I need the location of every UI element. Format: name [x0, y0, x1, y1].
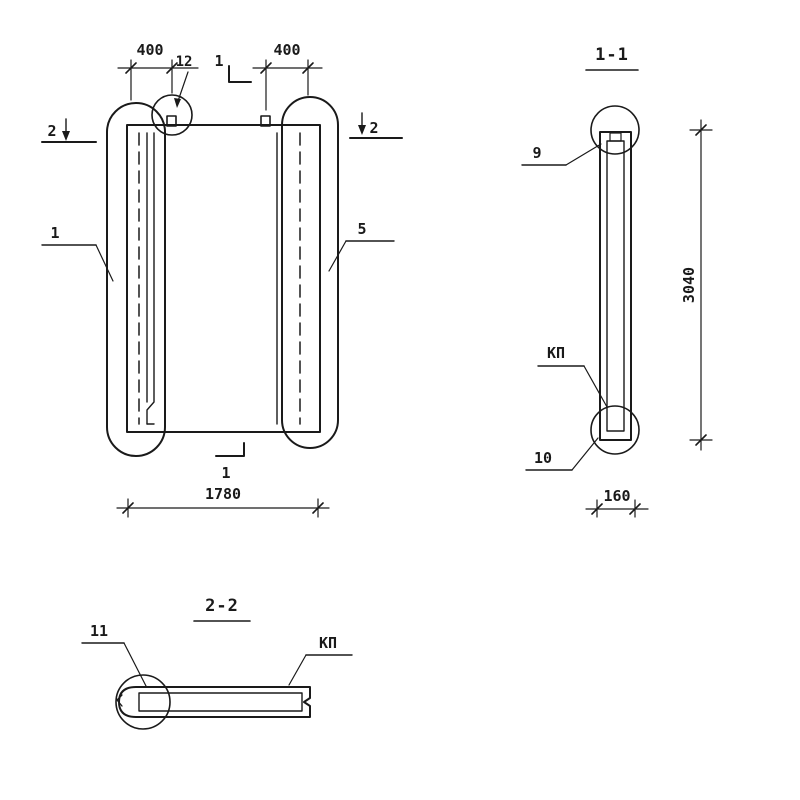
- section-mark-1-bottom-label: 1: [221, 464, 230, 482]
- kp-label-section-1-1: КП: [547, 344, 565, 362]
- kp-leader-section-1-1: [583, 365, 608, 408]
- section-2-2-inner: [138, 692, 303, 712]
- section-1-1-view: 1-1 9 КП 10 3040 160: [521, 45, 713, 518]
- dim-tick: [629, 503, 641, 515]
- panel-right-edge-outline: [281, 96, 339, 449]
- panel-left-edge-outline: [106, 102, 166, 457]
- leader-arrowhead-12: [174, 98, 181, 108]
- section-2-2-view: 2-2 11 КП: [81, 596, 353, 730]
- section-mark-1-top-tick: [228, 65, 252, 83]
- front-view: 400 12 1 400 2 2 1 5 1: [41, 41, 403, 518]
- section-2-2-left-notch: [116, 694, 123, 707]
- dim-tick: [695, 124, 707, 136]
- dim-tick: [302, 62, 314, 74]
- section-mark-1-top-label: 1: [214, 52, 223, 70]
- dim-label-3040: 3040: [680, 267, 698, 303]
- detail-circle-plan-end: [115, 674, 171, 730]
- dim-tick: [591, 503, 603, 515]
- dim-tick: [125, 62, 137, 74]
- dim-label-400-right: 400: [273, 41, 300, 59]
- dim-label-1780: 1780: [205, 485, 241, 503]
- section-1-1-title: 1-1: [595, 45, 629, 65]
- section-2-2-title: 2-2: [205, 596, 239, 616]
- callout-label-12: 12: [176, 54, 193, 70]
- section-mark-2-right-arrowhead: [358, 125, 366, 135]
- panel-inner-line-left-b: [146, 132, 155, 425]
- section-mark-1-bottom-tick: [215, 442, 245, 457]
- detail-circle-section-bottom: [590, 405, 640, 455]
- callout-9-label: 9: [532, 144, 541, 162]
- dim-tick: [695, 434, 707, 446]
- callout-9-leader: [565, 143, 602, 166]
- kp-leader-section-2-2: [288, 654, 307, 686]
- section-mark-2-left-label: 2: [47, 122, 56, 140]
- detail-circle-top-tab: [151, 94, 193, 136]
- callout-1-leader: [95, 244, 114, 282]
- dim-tick: [260, 62, 272, 74]
- section-mark-2-right-label: 2: [369, 119, 378, 137]
- kp-label-section-2-2: КП: [319, 634, 337, 652]
- dim-tick: [166, 62, 178, 74]
- dim-tick: [312, 502, 324, 514]
- callout-10-label: 10: [534, 449, 552, 467]
- dim-label-400-left: 400: [136, 41, 163, 59]
- section-mark-2-left-arrowhead: [62, 131, 70, 141]
- dim-tick: [122, 502, 134, 514]
- dim-label-160: 160: [603, 487, 630, 505]
- section-1-1-outer: [599, 131, 632, 441]
- callout-1-label: 1: [50, 224, 59, 242]
- leader-line-12: [176, 71, 189, 105]
- callout-10-leader: [571, 437, 599, 471]
- panel-body-outline: [126, 124, 321, 433]
- lifting-tab-right: [260, 115, 271, 127]
- callout-11-leader: [123, 642, 147, 687]
- section-1-1-inner: [606, 140, 625, 432]
- section-2-2-outer: [118, 686, 311, 718]
- callout-5-label: 5: [357, 220, 366, 238]
- detail-circle-section-top: [590, 105, 640, 155]
- lifting-tab-left: [166, 115, 177, 127]
- section-1-1-top-notch: [609, 132, 622, 142]
- callout-5-leader: [328, 240, 347, 272]
- callout-11-label: 11: [90, 622, 108, 640]
